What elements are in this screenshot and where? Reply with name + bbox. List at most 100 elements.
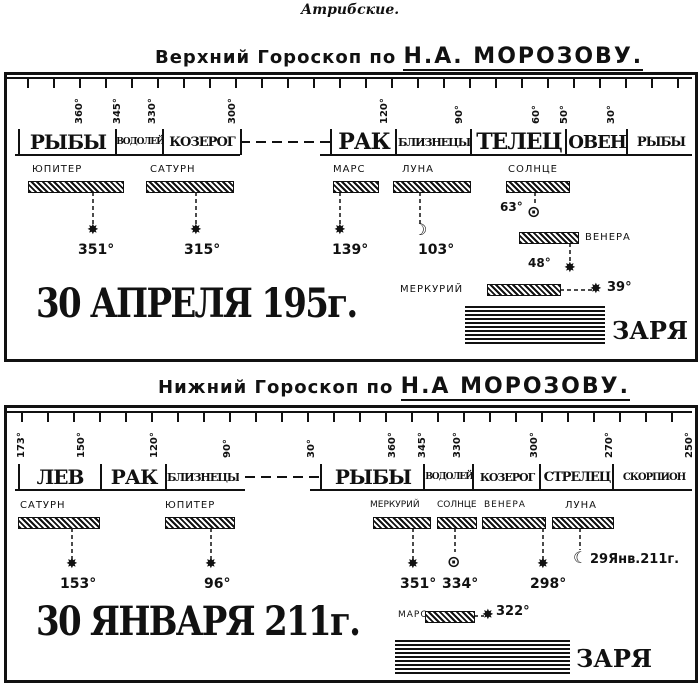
crescent-moon-icon: ☾ [573,548,588,567]
moon-note: 29Янв.211г. [590,552,680,567]
ruler-label: 360° [74,98,85,124]
deg-jupiter: 351° [78,242,115,258]
sign-gemini: БЛИЗНЕЦЫ [165,464,239,490]
ruler-label: 90° [454,105,465,124]
ruler-label: 30° [606,105,617,124]
lower-title-text: Нижний Гороскоп по [158,377,394,398]
label-mercury: МЕРКУРИЙ [400,284,464,295]
bar-mars [425,611,475,623]
star-icon: ✸ [334,222,346,238]
ruler-label: 330° [452,432,463,458]
crescent-moon-icon: ☽ [413,220,428,239]
label-saturn: САТУРН [20,500,66,511]
ruler-label: 50° [559,105,570,124]
ruler-label: 30° [306,439,317,458]
label-jupiter: ЮПИТЕР [32,164,83,175]
bar-moon [393,181,471,193]
dawn-lines [465,306,605,344]
lower-title: Нижний Гороскоп по Н.А МОРОЗОВУ. [158,374,630,401]
ruler-label: 360° [387,432,398,458]
label-venus: ВЕНЕРА [585,232,631,243]
label-sun: СОЛНЦЕ [437,500,477,510]
deg-venus: 298° [530,576,567,592]
sign-pisces: РЫБЫ [18,129,116,155]
sign-sagittarius: СТРЕЛЕЦ [539,464,613,490]
deg-mercury: 39° [607,280,632,295]
ruler-label: 60° [531,105,542,124]
ruler-label: 270° [604,432,615,458]
label-mars: МАРС [398,610,428,620]
deg-moon: 103° [418,242,455,258]
sun-icon: ⊙ [527,202,541,221]
star-icon: ✸ [564,260,576,276]
caption: Атрибские. [300,2,400,18]
lower-horoscope-box [4,405,698,683]
ruler-label: 345° [417,432,428,458]
label-moon: ЛУНА [565,500,597,511]
bar-sun [437,517,477,529]
star-icon: ✸ [590,281,602,297]
sign-scorpio: СКОРПИОН [612,464,694,490]
star-icon: ✸ [537,556,549,572]
star-icon: ✸ [407,556,419,572]
sign-capricorn: КОЗЕРОГ [472,464,540,490]
sign-taurus: ТЕЛЕЦ [470,129,566,155]
deg-sun: 334° [442,576,479,592]
sign-capricorn: КОЗЕРОГ [162,129,242,155]
lower-author: Н.А МОРОЗОВУ. [400,374,630,401]
ruler-label: 345° [112,98,123,124]
label-saturn: САТУРН [150,164,196,175]
bar-saturn [18,517,100,529]
deg-saturn: 153° [60,576,97,592]
bar-saturn [146,181,234,193]
sign-cancer: РАК [100,464,166,490]
ruler-label: 300° [227,98,238,124]
ruler-label: 250° [684,432,695,458]
ruler-label: 120° [149,432,160,458]
bar-venus [519,232,579,244]
upper-horoscope-box [4,72,698,362]
label-mercury: МЕРКУРИЙ [370,500,420,510]
deg-venus: 48° [528,256,551,270]
sign-aquarius: ВОДОЛЕЙ [423,464,473,490]
star-icon: ✸ [205,556,217,572]
sign-leo: ЛЕВ [18,464,100,490]
upper-dawn: ЗАРЯ [612,316,689,345]
bar-jupiter [165,517,235,529]
dawn-lines [395,640,570,675]
bar-mercury [373,517,431,529]
sign-aries: ОВЕН [565,129,627,155]
ruler-label: 300° [529,432,540,458]
bar-moon [552,517,614,529]
bar-mars [333,181,379,193]
star-icon: ✸ [66,556,78,572]
upper-title-text: Верхний Гороскоп по [155,47,397,68]
deg-mars: 139° [332,242,369,258]
lower-date: 30 ЯНВАРЯ 211г. [36,598,361,645]
sign-gemini: БЛИЗНЕЦЫ [395,129,471,155]
star-icon: ✸ [190,222,202,238]
sun-icon: ⊙ [447,552,461,571]
star-icon: ✸ [87,222,99,238]
ruler-label: 150° [76,432,87,458]
deg-sun: 63° [500,200,523,214]
upper-date: 30 АПРЕЛЯ 195г. [36,280,358,327]
label-jupiter: ЮПИТЕР [165,500,216,511]
ruler-label: 173° [16,432,27,458]
upper-author: Н.А. МОРОЗОВУ. [403,44,644,71]
label-moon: ЛУНА [402,164,434,175]
sign-pisces-2: РЫБЫ [626,129,694,155]
deg-jupiter: 96° [204,576,231,592]
lower-dawn: ЗАРЯ [576,644,653,673]
sign-pisces: РЫБЫ [320,464,424,490]
sign-cancer: РАК [330,129,396,155]
upper-title: Верхний Гороскоп по Н.А. МОРОЗОВУ. [155,44,644,71]
ruler-label: 90° [222,439,233,458]
ruler-label: 120° [379,98,390,124]
deg-saturn: 315° [184,242,221,258]
bar-sun [506,181,570,193]
bar-jupiter [28,181,124,193]
deg-mars: 322° [496,604,530,619]
